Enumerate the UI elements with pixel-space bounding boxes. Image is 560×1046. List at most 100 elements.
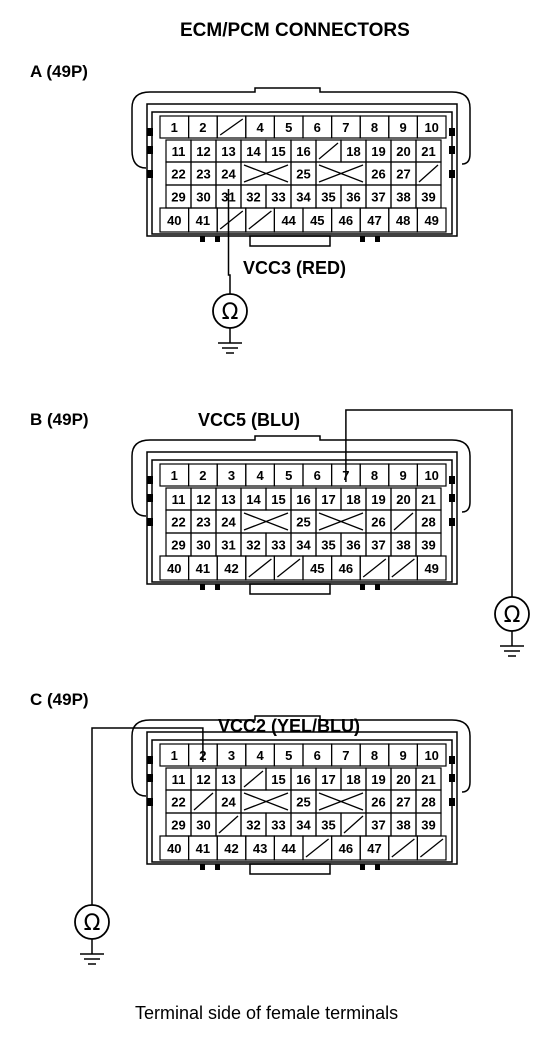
bottom-tab [215,236,220,242]
terminal-number: 15 [271,772,285,787]
terminal-number: 23 [196,167,210,182]
terminal-number: 34 [296,190,311,205]
connector-shell [131,435,471,513]
terminal-number: 44 [281,841,296,856]
terminal-number: 47 [367,213,381,228]
terminal-number: 15 [271,492,285,507]
terminal-number: 26 [371,515,385,530]
terminal-number: 20 [396,772,410,787]
terminal-number: 1 [171,748,178,763]
empty-terminal-slash [193,792,214,811]
empty-terminal-slash [391,838,415,858]
empty-terminal-slash [343,815,364,834]
connector-key [249,235,331,247]
latch-tab [449,518,455,526]
latch-tab [147,756,153,764]
terminal-number: 10 [424,468,438,483]
latch-tab [147,494,153,502]
terminal-number: 40 [167,213,181,228]
terminal-number: 3 [228,748,235,763]
terminal-number: 9 [399,748,406,763]
terminal-cell [416,555,447,581]
terminal-number: 4 [256,468,264,483]
terminal-number: 6 [314,468,321,483]
latch-tab [449,170,455,178]
terminal-number: 24 [221,795,236,810]
terminal-number: 31 [221,538,235,553]
terminal-number: 35 [321,818,335,833]
terminal-number: 32 [246,190,260,205]
terminal-number: 1 [171,468,178,483]
terminal-number: 46 [339,213,353,228]
terminal-number: 39 [421,818,435,833]
terminal-cell [416,207,447,233]
terminal-number: 21 [421,772,435,787]
bottom-tab [375,584,380,590]
terminal-number: 45 [310,213,324,228]
terminal-number: 7 [342,120,349,135]
empty-terminal-slash [218,815,239,834]
terminal-number: 11 [172,144,186,159]
terminal-number: 5 [285,120,292,135]
empty-terminal-slash [243,770,264,788]
latch-tab [147,170,153,178]
terminal-number: 35 [321,538,335,553]
probe-wire-b [345,409,513,598]
latch-tab [147,798,153,806]
terminal-number: 16 [296,492,310,507]
latch-tab [449,128,455,136]
terminal-number: 25 [296,795,310,810]
page-title: ECM/PCM CONNECTORS [180,20,410,41]
connector-key [249,583,331,595]
empty-terminal-slash [391,558,415,578]
connector-shell-corner [131,149,147,169]
connector-key [249,863,331,875]
bottom-tab [360,864,365,870]
bottom-tab [215,864,220,870]
empty-terminal-slash [418,164,439,183]
connector-a-probe-label: VCC3 (RED) [243,258,347,278]
bottom-tab [360,236,365,242]
terminal-number: 20 [396,492,410,507]
terminal-number: 1 [171,120,178,135]
terminal-number: 26 [371,795,385,810]
terminal-number: 9 [399,468,406,483]
terminal-number: 30 [196,818,210,833]
terminal-cell [416,463,447,487]
terminal-number: 35 [321,190,335,205]
terminal-number: 42 [224,561,238,576]
terminal-number: 33 [271,190,285,205]
terminal-number: 20 [396,144,410,159]
terminal-number: 7 [342,748,349,763]
terminal-number: 42 [224,841,238,856]
blocked-cavity-x [243,792,289,811]
terminal-number: 37 [371,190,385,205]
terminal-number: 23 [196,515,210,530]
terminal-number: 36 [346,190,360,205]
terminal-number: 38 [396,190,410,205]
empty-terminal-slash [305,838,330,858]
terminal-number: 9 [399,120,406,135]
terminal-number: 13 [221,492,235,507]
bottom-tab [360,584,365,590]
terminal-number: 33 [271,818,285,833]
connector-c-probe-label: VCC2 (YEL/BLU) [218,716,361,736]
terminal-number: 41 [196,841,210,856]
terminal-number: 32 [246,538,260,553]
terminal-number: 26 [371,167,385,182]
blocked-cavity-x [318,512,364,531]
latch-tab [147,476,153,484]
terminal-number: 24 [221,515,236,530]
connector-shell-corner [131,777,147,797]
terminal-number: 16 [296,772,310,787]
empty-terminal-slash [318,142,339,160]
empty-terminal-slash [248,558,272,578]
terminal-number: 29 [171,818,185,833]
latch-tab [449,798,455,806]
empty-terminal-slash [248,210,272,230]
connector-shell [131,87,471,165]
latch-tab [449,146,455,154]
